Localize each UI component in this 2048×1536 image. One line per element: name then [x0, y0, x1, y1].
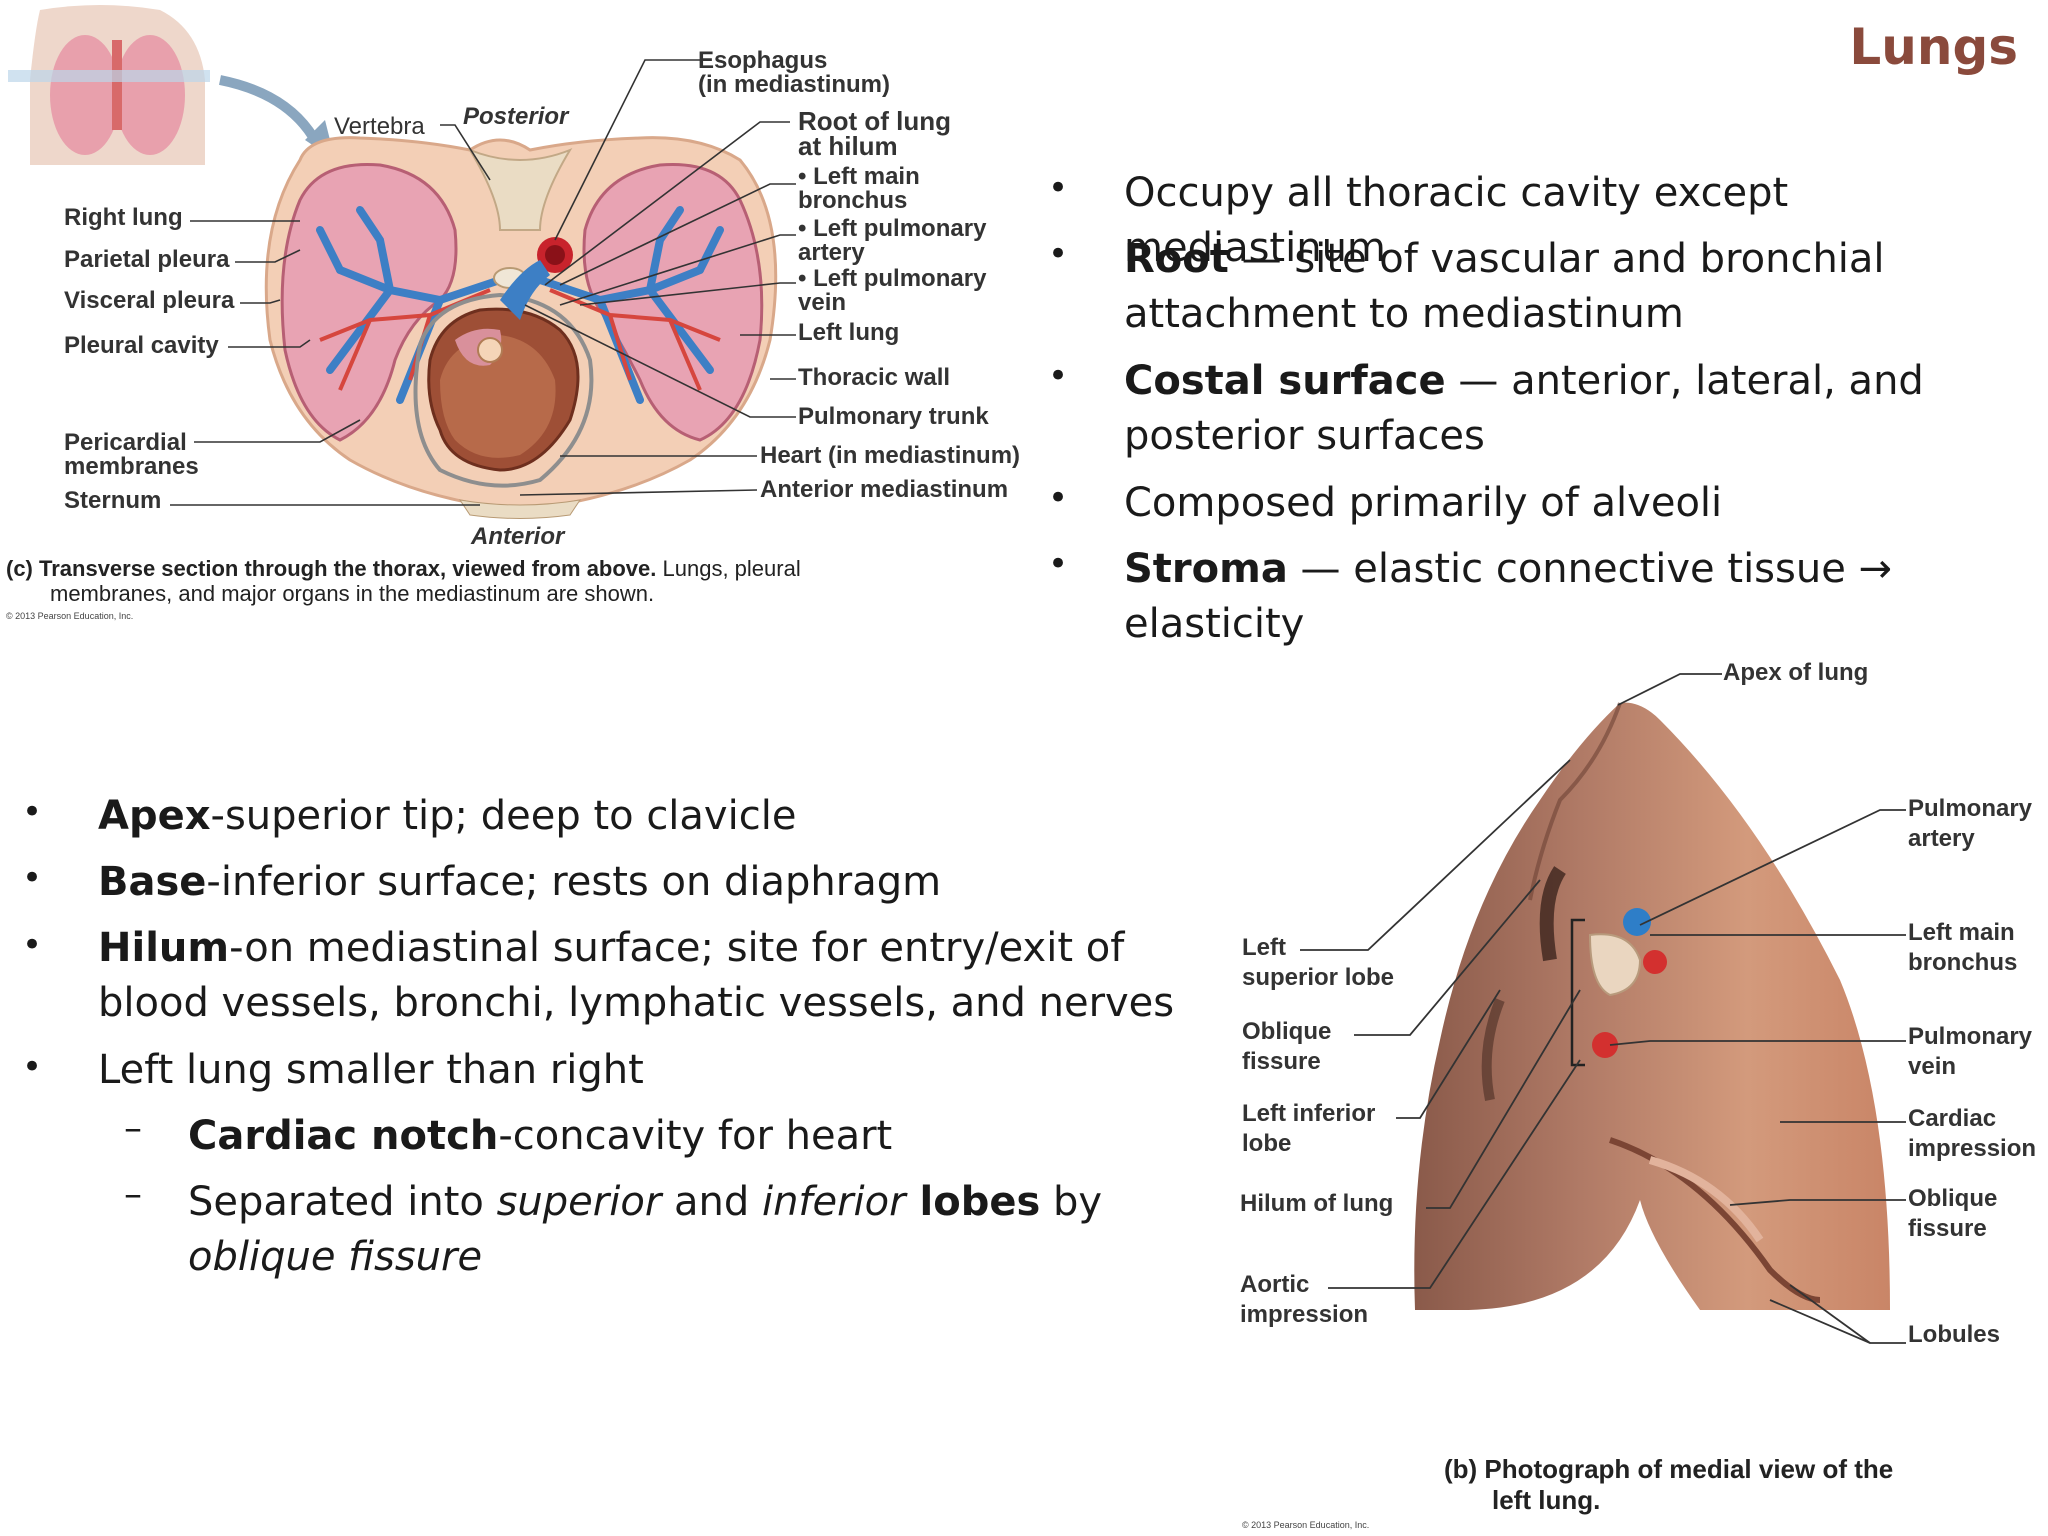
label-anterior: Anterior [471, 523, 565, 550]
label-left-lung: Left lung [798, 319, 900, 346]
label-left-pulmonary-vein-2: vein [798, 289, 847, 316]
label-pericardial: Pericardial [64, 429, 187, 456]
bullet-dot: • [22, 1047, 43, 1087]
label-left-pulmonary-artery: • Left pulmonary [798, 215, 987, 242]
label-pulmonary-artery: Pulmonary [1908, 795, 2033, 822]
label-left-superior-lobe: Left [1242, 934, 1286, 961]
label-pericardial-membranes: membranes [64, 453, 199, 480]
bullet-root: Root — site of vascular and bronchial at… [1124, 236, 1885, 337]
label-left-main-bronchus: • Left main [798, 163, 920, 190]
label-pleural-cavity: Pleural cavity [64, 332, 219, 359]
bullet-left-lung: Left lung smaller than right [98, 1047, 644, 1093]
label-pulmonary-trunk: Pulmonary trunk [798, 403, 989, 430]
bullet-stroma: Stroma — elastic connective tissue → ela… [1124, 546, 1893, 647]
label-left-inferior-lobe-2: lobe [1242, 1130, 1292, 1157]
bullet-dot: • [1048, 168, 1069, 208]
label-oblique-fissure-left-2: fissure [1242, 1048, 1321, 1075]
bullet-dot: • [1048, 234, 1069, 274]
bullet-dot: • [22, 858, 43, 898]
bullet-dot: • [1048, 356, 1069, 396]
label-pulmonary-vein: Pulmonary [1908, 1023, 2033, 1050]
label-anterior-mediastinum: Anterior mediastinum [760, 476, 1009, 503]
bullet-cardiac-notch: Cardiac notch-concavity for heart [188, 1113, 893, 1159]
label-vertebra: Vertebra [334, 113, 425, 140]
transverse-section-drawing [8, 5, 796, 519]
figure-b-caption: (b) Photograph of medial view of the [1444, 1454, 1894, 1484]
label-left-main-bronchus-b-2: bronchus [1908, 949, 2018, 976]
label-apex-of-lung: Apex of lung [1723, 659, 1869, 686]
sub-bullet-dash: – [124, 1174, 142, 1215]
label-thoracic-wall: Thoracic wall [798, 364, 951, 391]
label-cardiac-impression: Cardiac [1908, 1105, 1997, 1132]
label-left-inferior-lobe: Left inferior [1242, 1100, 1376, 1127]
label-esophagus: Esophagus [698, 47, 828, 74]
label-oblique-fissure-left: Oblique [1242, 1018, 1332, 1045]
bullet-dot: • [22, 792, 43, 832]
label-pulmonary-vein-2: vein [1908, 1053, 1957, 1080]
label-root-of-lung: Root of lung [798, 106, 952, 136]
label-visceral-pleura: Visceral pleura [64, 287, 235, 314]
bullet-dot: • [1048, 478, 1069, 518]
bullet-costal: Costal surface — anterior, lateral, and … [1124, 358, 1924, 459]
bullet-dot: • [1048, 544, 1069, 584]
label-left-superior-lobe-2: superior lobe [1242, 964, 1395, 991]
label-esophagus-sub: (in mediastinum) [698, 71, 891, 98]
label-lobules: Lobules [1908, 1321, 2001, 1348]
bullet-dot: • [22, 925, 43, 965]
label-posterior: Posterior [463, 103, 569, 130]
label-oblique-fissure-right-2: fissure [1908, 1215, 1987, 1242]
thorax-cross-section [264, 136, 778, 519]
bullet-occupy: Occupy all thoracic cavity except medias… [1124, 170, 1789, 271]
label-parietal-pleura: Parietal pleura [64, 246, 230, 273]
figure-b-copyright: © 2013 Pearson Education, Inc. [1242, 1520, 1370, 1530]
bullet-hilum: Hilum-on mediastinal surface; site for e… [98, 925, 1175, 1026]
bullet-alveoli: Composed primarily of alveoli [1124, 480, 1723, 526]
label-left-main-bronchus-2: bronchus [798, 187, 908, 214]
slide-title: Lungs [1849, 18, 2018, 76]
label-aortic-impression-2: impression [1240, 1301, 1369, 1328]
label-at-hilum: at hilum [798, 131, 898, 161]
figure-c-caption: (c) Transverse section through the thora… [6, 556, 801, 581]
figure-c-copyright: © 2013 Pearson Education, Inc. [6, 611, 134, 621]
label-left-main-bronchus-b: Left main [1908, 919, 2015, 946]
bullet-apex: Apex-superior tip; deep to clavicle [98, 793, 797, 839]
figure-c-caption-2: membranes, and major organs in the media… [50, 581, 655, 606]
sub-bullet-dash: – [124, 1108, 142, 1149]
figure-b-leaders [1300, 673, 1906, 1344]
torso-thumbnail [8, 5, 210, 165]
bullet-separated: Separated into superior and inferior lob… [188, 1179, 1103, 1280]
figure-c-leaders [170, 59, 796, 506]
label-aortic-impression: Aortic [1240, 1271, 1310, 1298]
label-oblique-fissure-right: Oblique [1908, 1185, 1998, 1212]
label-pulmonary-artery-2: artery [1908, 825, 1975, 852]
label-cardiac-impression-2: impression [1908, 1135, 2037, 1162]
label-sternum: Sternum [64, 487, 162, 514]
label-right-lung: Right lung [64, 204, 183, 231]
figure-b-caption-2: left lung. [1492, 1485, 1601, 1515]
label-left-pulmonary-artery-2: artery [798, 239, 865, 266]
label-left-pulmonary-vein: • Left pulmonary [798, 265, 987, 292]
label-hilum-of-lung: Hilum of lung [1240, 1190, 1394, 1217]
bullet-base: Base-inferior surface; rests on diaphrag… [98, 859, 942, 905]
label-heart: Heart (in mediastinum) [760, 442, 1021, 469]
